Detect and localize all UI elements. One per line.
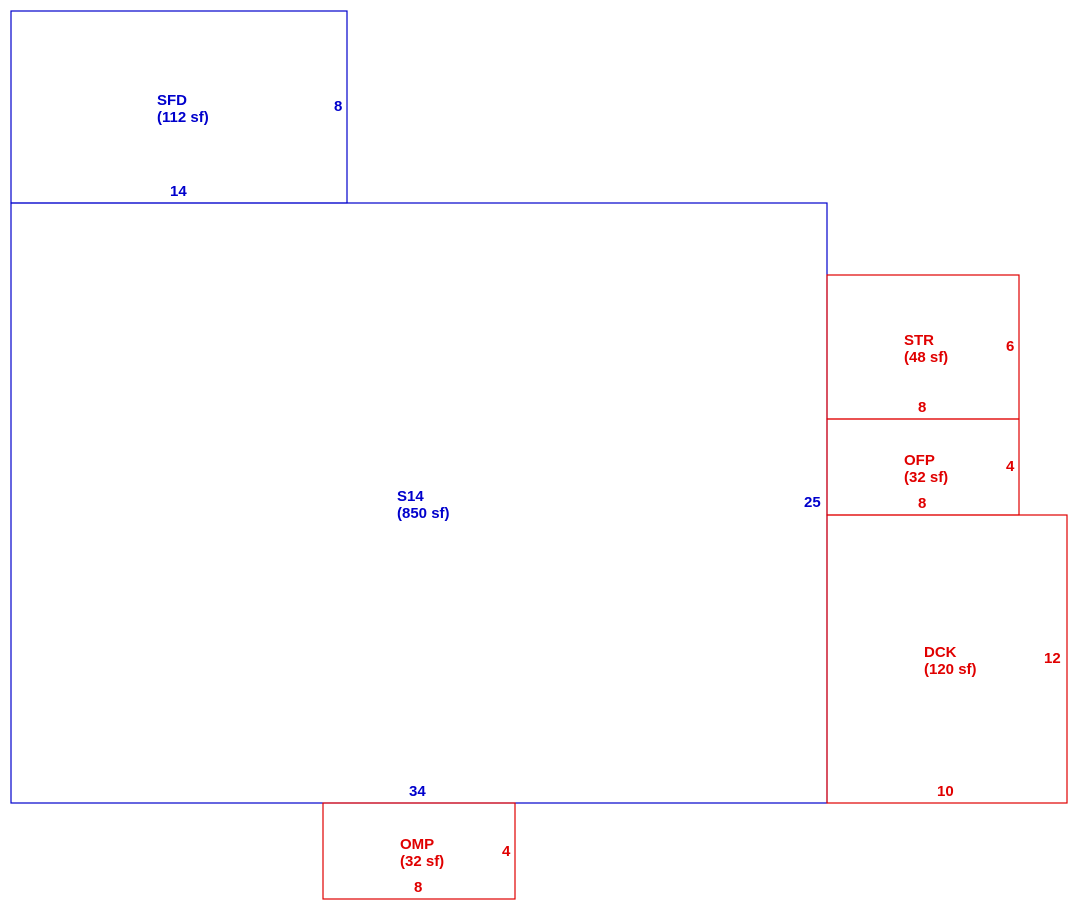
- area-ofp-sqft: (32 sf): [904, 469, 948, 486]
- area-str-side-dimension: 6: [1006, 338, 1014, 355]
- area-str[interactable]: STR (48 sf) 6 8: [826, 274, 1020, 420]
- area-str-bottom-dimension: 8: [918, 399, 926, 416]
- area-str-code: STR: [904, 332, 934, 349]
- area-ofp-side-dimension: 4: [1006, 458, 1015, 475]
- area-sfd[interactable]: SFD (112 sf) 8 14: [10, 10, 348, 204]
- area-dck-sqft: (120 sf): [924, 661, 977, 678]
- area-omp-outline: [322, 802, 516, 900]
- area-ofp[interactable]: OFP (32 sf) 4 8: [826, 418, 1020, 516]
- area-omp-sqft: (32 sf): [400, 853, 444, 870]
- area-dck-bottom-dimension: 10: [937, 783, 954, 800]
- area-omp-bottom-dimension: 8: [414, 879, 422, 896]
- area-dck-outline: [826, 514, 1068, 804]
- area-sfd-sqft: (112 sf): [157, 109, 209, 126]
- area-omp[interactable]: OMP (32 sf) 4 8: [322, 802, 516, 900]
- area-s14-code: S14: [397, 488, 424, 505]
- area-s14[interactable]: S14 (850 sf) 25 34: [10, 202, 828, 804]
- area-ofp-code: OFP: [904, 452, 935, 469]
- area-s14-sqft: (850 sf): [397, 505, 450, 522]
- area-dck-code: DCK: [924, 644, 957, 661]
- area-s14-bottom-dimension: 34: [409, 783, 426, 800]
- area-ofp-bottom-dimension: 8: [918, 495, 926, 512]
- area-sfd-code: SFD: [157, 92, 187, 109]
- area-s14-side-dimension: 25: [804, 494, 821, 511]
- area-sfd-side-dimension: 8: [334, 98, 342, 115]
- area-omp-side-dimension: 4: [502, 843, 511, 860]
- area-dck-side-dimension: 12: [1044, 650, 1061, 667]
- area-str-sqft: (48 sf): [904, 349, 948, 366]
- area-omp-code: OMP: [400, 836, 434, 853]
- area-dck[interactable]: DCK (120 sf) 12 10: [826, 514, 1068, 804]
- area-sfd-bottom-dimension: 14: [170, 183, 187, 200]
